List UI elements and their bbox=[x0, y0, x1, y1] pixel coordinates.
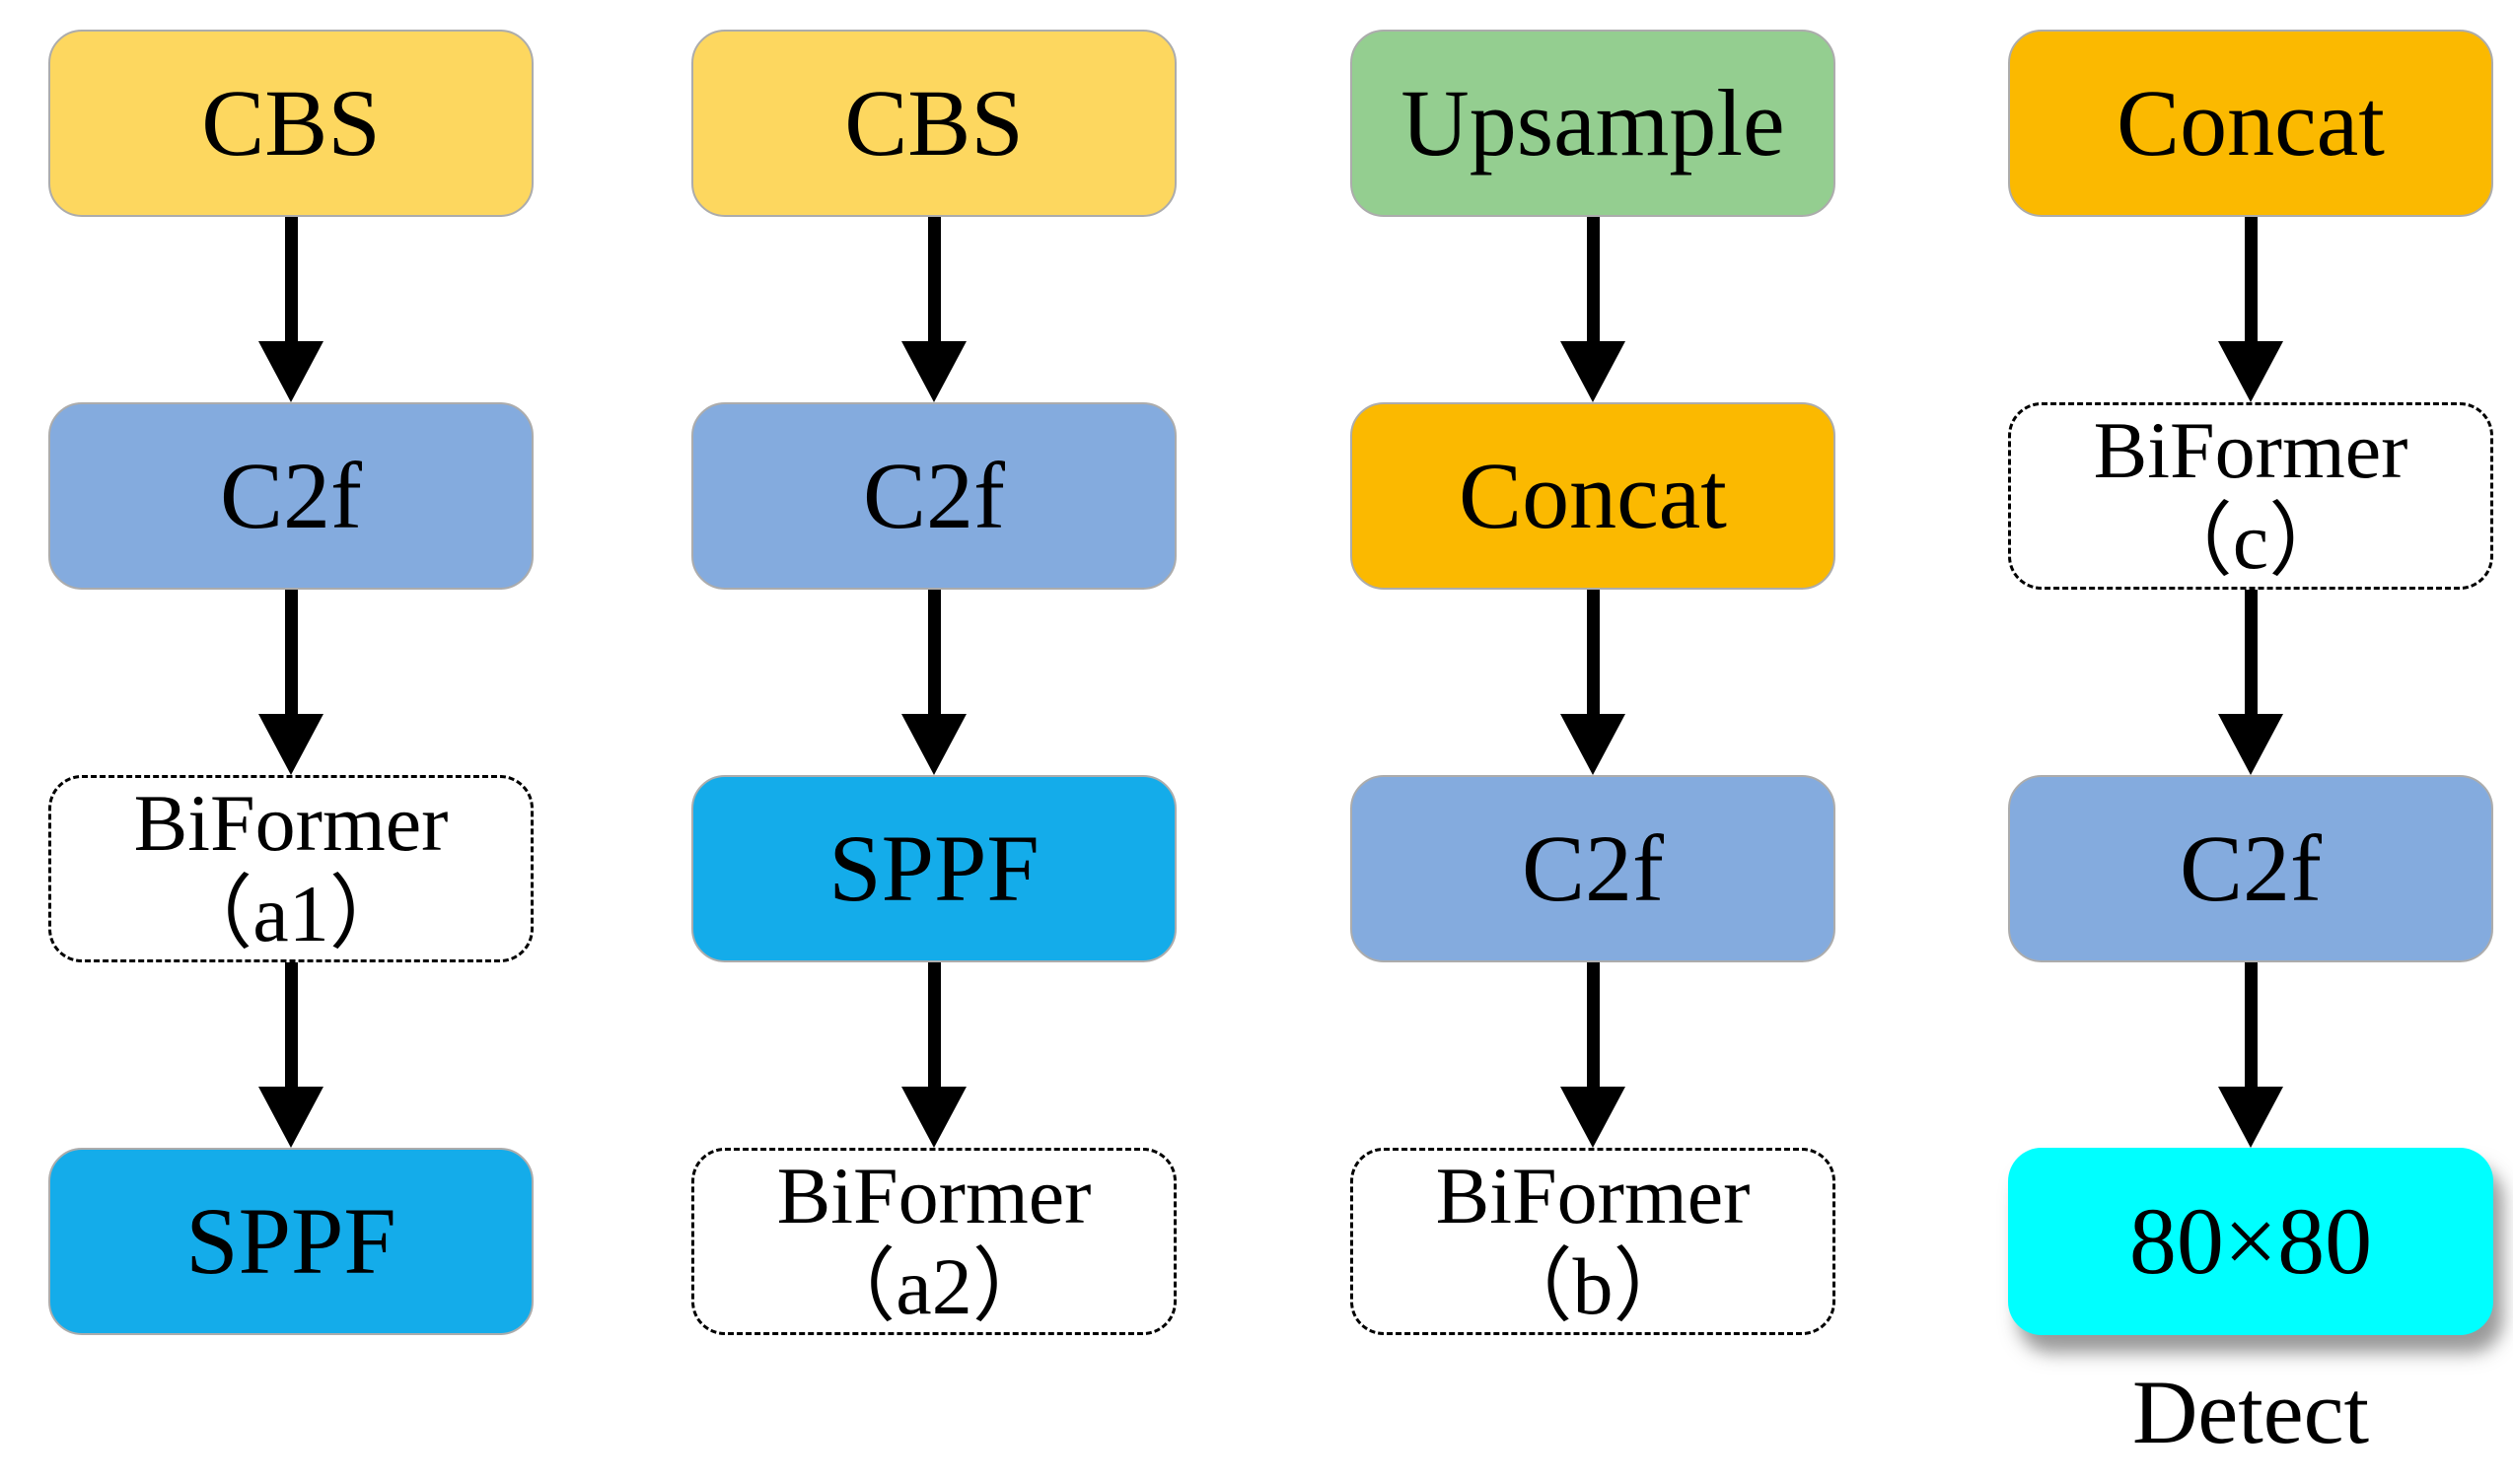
node-concat-1: Concat bbox=[1350, 402, 1835, 590]
node-c2f-3-label: C2f bbox=[1522, 815, 1664, 921]
node-cbs-2-label: CBS bbox=[844, 70, 1024, 176]
node-biformer-b: BiFormer（b） bbox=[1350, 1148, 1835, 1335]
arrow-stem bbox=[284, 962, 298, 1087]
node-c2f-1-label: C2f bbox=[220, 443, 362, 548]
node-feature-map-80x80-label: 80×80 bbox=[2128, 1188, 2373, 1294]
arrow-stem bbox=[284, 217, 298, 341]
node-biformer-a2: BiFormer（a2） bbox=[691, 1148, 1177, 1335]
down-arrow-icon bbox=[901, 217, 967, 402]
node-biformer-a1-label: BiFormer bbox=[133, 778, 449, 869]
down-arrow-icon bbox=[1560, 590, 1625, 775]
node-biformer-c-sublabel: （c） bbox=[2151, 496, 2350, 586]
arrow-head bbox=[901, 341, 967, 402]
node-sppf-2-label: SPPF bbox=[828, 815, 1040, 921]
node-sppf-1: SPPF bbox=[48, 1148, 534, 1335]
node-c2f-4: C2f bbox=[2008, 775, 2493, 962]
arrow-stem bbox=[2244, 217, 2258, 341]
down-arrow-icon bbox=[258, 962, 323, 1148]
node-c2f-4-label: C2f bbox=[2180, 815, 2322, 921]
node-c2f-3: C2f bbox=[1350, 775, 1835, 962]
arrow-head bbox=[2218, 341, 2283, 402]
down-arrow-icon bbox=[2218, 217, 2283, 402]
arrow-stem bbox=[927, 590, 941, 714]
arrow-head bbox=[258, 714, 323, 775]
arrow-stem bbox=[2244, 962, 2258, 1087]
node-concat-2-label: Concat bbox=[2117, 70, 2385, 176]
node-cbs-2: CBS bbox=[691, 30, 1177, 217]
arrow-stem bbox=[1586, 962, 1600, 1087]
node-cbs-1-label: CBS bbox=[201, 70, 381, 176]
arrow-stem bbox=[284, 590, 298, 714]
node-biformer-c-label: BiFormer bbox=[2093, 405, 2408, 496]
node-feature-map-80x80: 80×80 bbox=[2008, 1148, 2493, 1335]
arrow-head bbox=[2218, 714, 2283, 775]
node-biformer-c: BiFormer（c） bbox=[2008, 402, 2493, 590]
column-4-caption: Detect bbox=[2131, 1362, 2370, 1462]
arrow-head bbox=[1560, 714, 1625, 775]
arrow-stem bbox=[1586, 217, 1600, 341]
arrow-head bbox=[258, 1087, 323, 1148]
down-arrow-icon bbox=[1560, 962, 1625, 1148]
down-arrow-icon bbox=[2218, 590, 2283, 775]
arrow-stem bbox=[2244, 590, 2258, 714]
arrow-head bbox=[901, 714, 967, 775]
down-arrow-icon bbox=[1560, 217, 1625, 402]
down-arrow-icon bbox=[901, 590, 967, 775]
down-arrow-icon bbox=[258, 217, 323, 402]
node-biformer-a2-sublabel: （a2） bbox=[815, 1241, 1053, 1331]
arrow-stem bbox=[1586, 590, 1600, 714]
arrow-stem bbox=[927, 962, 941, 1087]
node-c2f-1: C2f bbox=[48, 402, 534, 590]
arrow-head bbox=[901, 1087, 967, 1148]
arrow-head bbox=[1560, 1087, 1625, 1148]
down-arrow-icon bbox=[2218, 962, 2283, 1148]
node-biformer-a1-sublabel: （a1） bbox=[172, 869, 410, 958]
node-cbs-1: CBS bbox=[48, 30, 534, 217]
arrow-stem bbox=[927, 217, 941, 341]
node-biformer-a2-label: BiFormer bbox=[776, 1151, 1092, 1241]
node-upsample: Upsample bbox=[1350, 30, 1835, 217]
node-c2f-2: C2f bbox=[691, 402, 1177, 590]
node-sppf-1-label: SPPF bbox=[185, 1188, 396, 1294]
node-upsample-label: Upsample bbox=[1400, 70, 1785, 176]
node-biformer-b-sublabel: （b） bbox=[1491, 1241, 1694, 1331]
node-c2f-2-label: C2f bbox=[863, 443, 1005, 548]
node-sppf-2: SPPF bbox=[691, 775, 1177, 962]
arrow-head bbox=[258, 341, 323, 402]
node-concat-1-label: Concat bbox=[1459, 443, 1727, 548]
node-biformer-a1: BiFormer（a1） bbox=[48, 775, 534, 962]
arrow-head bbox=[2218, 1087, 2283, 1148]
node-biformer-b-label: BiFormer bbox=[1435, 1151, 1751, 1241]
arrow-head bbox=[1560, 341, 1625, 402]
down-arrow-icon bbox=[901, 962, 967, 1148]
down-arrow-icon bbox=[258, 590, 323, 775]
node-concat-2: Concat bbox=[2008, 30, 2493, 217]
